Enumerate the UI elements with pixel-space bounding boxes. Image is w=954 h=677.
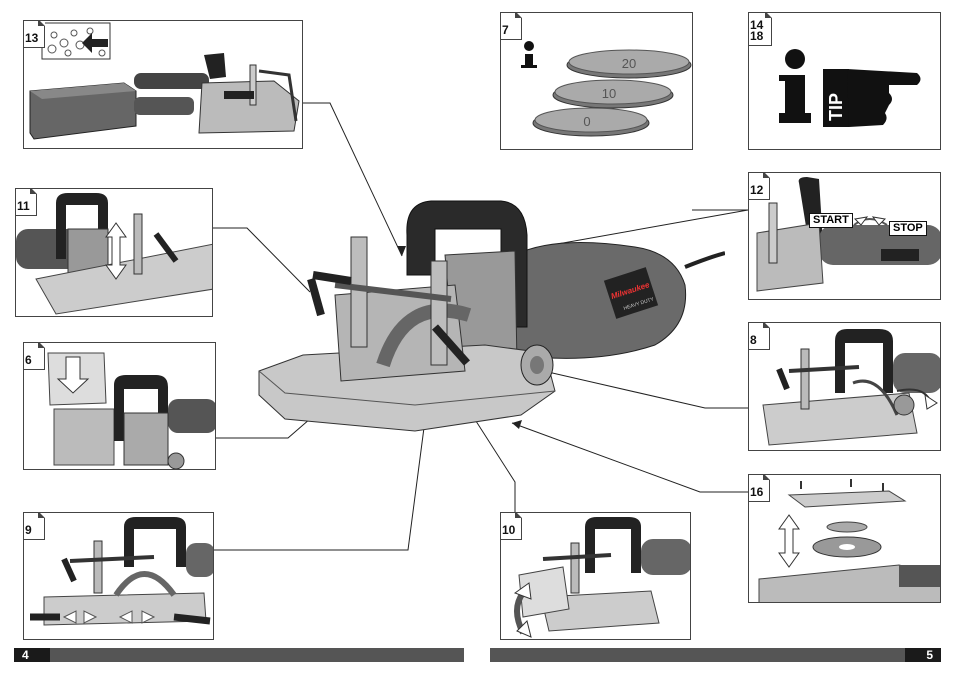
panel-16-blade-assembly: 16: [748, 474, 941, 603]
biscuit-label-10: 10: [602, 86, 616, 101]
panel-12-start-stop: 12 START STOP: [748, 172, 941, 300]
page-number-right: 5: [926, 648, 933, 662]
panel-number-tag: 7: [501, 13, 522, 40]
biscuits-illustration: 20 10 0: [521, 41, 692, 137]
switch-illustration: [756, 177, 940, 292]
panel-number-tag: 9: [24, 513, 45, 540]
depth-adjust-illustration: [762, 329, 940, 446]
info-i-icon: [779, 49, 811, 123]
panel-number: 6: [25, 353, 32, 367]
up-down-arrow-icon: [778, 514, 800, 568]
double-arrow-icon: [62, 610, 156, 624]
page-number-left: 4: [22, 648, 29, 662]
footer-bar-left: 4: [14, 648, 464, 662]
panel-9-clamping: 9: [23, 512, 214, 640]
down-arrow-icon: [56, 356, 90, 394]
panel-number: 9: [25, 523, 32, 537]
panel-number-tag: 8: [749, 323, 770, 350]
tip-illustration: TIP: [779, 49, 921, 127]
tip-label: TIP: [826, 93, 846, 121]
panel-number: 8: [750, 333, 757, 347]
panel-number: 14 18: [750, 18, 764, 43]
panel-number: 11: [17, 199, 30, 213]
panel-number: 7: [502, 23, 509, 37]
panel-number-tag: 13: [24, 21, 45, 48]
stop-label: STOP: [889, 221, 927, 236]
biscuit-joiner-main-illustration: Milwaukee HEAVY DUTY: [258, 200, 725, 432]
clamping-illustration: [30, 517, 213, 626]
blade-assembly-illustration: [758, 479, 940, 602]
panel-number-tag: 11: [16, 189, 37, 216]
panel-number: 13: [25, 31, 39, 45]
panel-number-tag: 10: [501, 513, 522, 540]
curved-up-down-arrow-icon: [513, 582, 532, 638]
up-down-arrow-icon: [105, 222, 127, 280]
panel-number-tag: 12: [749, 173, 770, 200]
info-i-icon: [521, 41, 537, 68]
panel-number-tag: 14 18: [749, 13, 772, 46]
panel-7-biscuit-sizes: 7 20 10 0: [500, 12, 693, 150]
panel-11-height-adjust: 11: [15, 188, 213, 317]
panel-number-tag: 6: [24, 343, 45, 370]
biscuit-label-0: 0: [583, 114, 590, 129]
panel-13-dust-extraction: 13: [23, 20, 303, 149]
panel-8-depth-adjust: 8: [748, 322, 941, 451]
start-label: START: [809, 213, 853, 228]
dust-bag-illustration: [29, 22, 300, 140]
pointing-hand-icon: [823, 69, 921, 127]
brand-label-plate: [603, 267, 659, 319]
footer-bar-right: 5: [490, 648, 941, 662]
panel-number: 16: [750, 485, 764, 499]
panel-14-18-tip: 14 18 TIP: [748, 12, 941, 150]
panel-number: 10: [502, 523, 516, 537]
panel-number-tag: 16: [749, 475, 770, 502]
panel-6-blade-change: 6: [23, 342, 216, 470]
biscuit-label-20: 20: [622, 56, 636, 71]
height-adjust-illustration: [16, 193, 212, 315]
fence-angle-illustration: [513, 517, 690, 638]
blade-change-illustration: [47, 352, 215, 469]
panel-number: 12: [750, 183, 764, 197]
panel-10-fence-angle: 10: [500, 512, 691, 640]
